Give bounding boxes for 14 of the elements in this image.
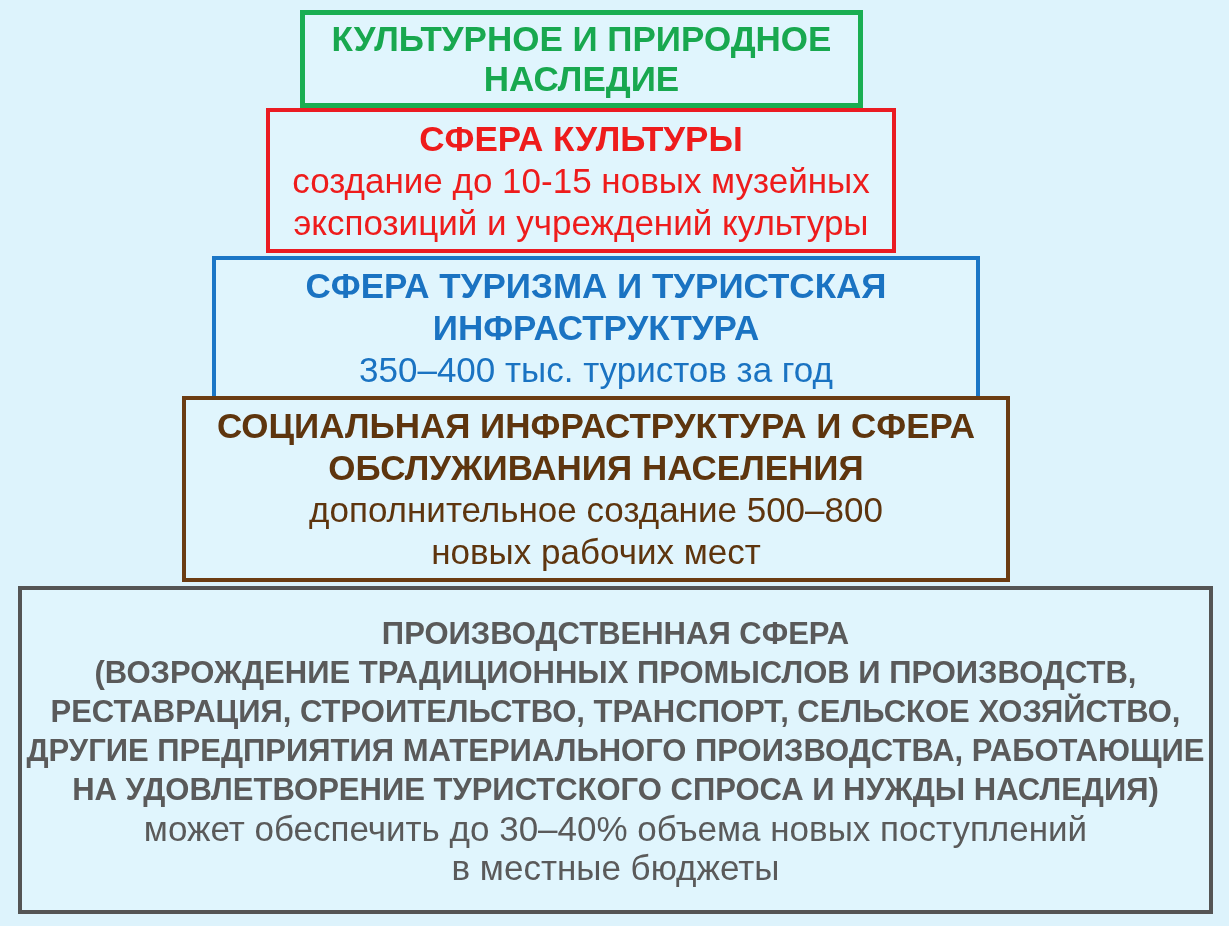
- tier-heading: КУЛЬТУРНОЕ И ПРИРОДНОЕ НАСЛЕДИЕ: [330, 19, 833, 99]
- tier-heading: СФЕРА ТУРИЗМА И ТУРИСТСКАЯ ИНФРАСТРУКТУРА: [304, 265, 888, 349]
- pyramid-tier-panel: [182, 396, 1010, 582]
- tier-description: может обеспечить до 30–40% объема новых поступлений в местные бюджеты: [142, 808, 1089, 887]
- tier-description: создание до 10-15 новых музейных экспозиций и учреждений культуры: [291, 159, 871, 244]
- tier-heading: СФЕРА КУЛЬТУРЫ: [419, 117, 743, 160]
- pyramid-tier-panel: [266, 108, 896, 253]
- tier-description: дополнительное создание 500–800 новых рабочих мест: [308, 489, 884, 573]
- tier-heading: ПРОИЗВОДСТВЕННАЯ СФЕРА: [381, 614, 850, 653]
- pyramid-tier-panel: [300, 10, 863, 108]
- pyramid-tier-panel: [212, 256, 980, 396]
- tier-description: 350–400 тыс. туристов за год: [359, 349, 833, 391]
- pyramid-tier-panel: [18, 586, 1213, 914]
- tier-heading: (ВОЗРОЖДЕНИЕ ТРАДИЦИОННЫХ ПРОМЫСЛОВ И ПРОИЗВОДСТВ, РЕСТАВРАЦИЯ, СТРОИТЕЛЬСТВО, ТРАНСПОРТ, СЕЛЬСКОЕ ХОЗЯЙСТВО, ДРУГИЕ ПРЕДПРИЯТИЯ МАТЕРИАЛЬНОГО ПРОИЗВОДСТВА, РАБОТАЮЩИЕ НА УДОВЛЕТВОРЕНИЕ ТУРИСТСКОГО СПРОСА И НУЖДЫ НАСЛЕДИЯ): [25, 653, 1206, 809]
